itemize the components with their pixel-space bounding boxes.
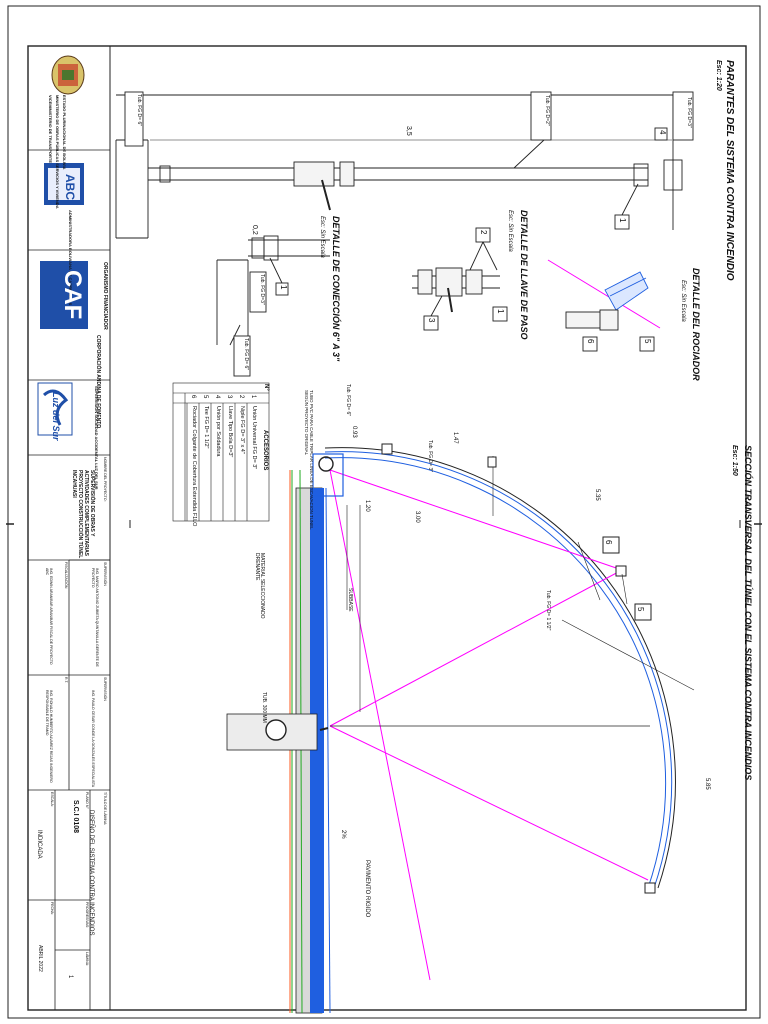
llave-callout-3: 3 bbox=[427, 318, 436, 323]
tub-fg-6-section: Tub. FG D= 6" bbox=[345, 384, 351, 417]
rociador-callout-5: 5 bbox=[643, 339, 652, 344]
tub-fg-2-label: Tub. FG D=2" bbox=[544, 95, 550, 126]
rociador-scale: Esc: Sin Escala bbox=[680, 280, 686, 322]
project-name-label: NOMBRE DEL PROYECTO: bbox=[103, 457, 107, 502]
plan-no-label: PLANO N° bbox=[85, 792, 89, 809]
acc-item-desc: Unión por Soldadura bbox=[215, 406, 221, 457]
acc-item: 2 bbox=[238, 395, 244, 399]
section-title: SECCIÓN TRANSVERSAL DEL TÚNEL CON EL SIS… bbox=[743, 445, 753, 781]
drain-material bbox=[310, 488, 324, 1013]
rt-person: ING. RONALD HUMBERTO ALVAREZ REJAS INGEN… bbox=[45, 690, 54, 783]
llave-detail bbox=[412, 227, 508, 331]
accessories-table bbox=[172, 382, 270, 522]
callout-1: 1 bbox=[618, 218, 627, 223]
acc-item-desc: Niple FG D= 3" x 4" bbox=[239, 406, 245, 454]
tub-fg-3-section: Tub. FG D= 3" bbox=[427, 440, 433, 473]
caf-logo-text: CAF bbox=[59, 270, 86, 320]
abc-logo-text: ABC bbox=[63, 174, 77, 200]
supervision-label: SUPERVISIÓN bbox=[103, 562, 107, 586]
gov-name: ESTADO PLURINACIONAL DE BOLIVIA bbox=[62, 95, 67, 170]
tunnel-section bbox=[226, 443, 695, 1014]
subbase-label: SUBBASE bbox=[347, 588, 353, 612]
title-block-grid bbox=[28, 149, 110, 1010]
sheet-no: 1 bbox=[67, 975, 73, 979]
date-label: FECHA: bbox=[50, 902, 54, 915]
llave-callout-1: 1 bbox=[496, 309, 505, 314]
tub-fg-6-label: Tub. FG D= 6" bbox=[136, 94, 142, 127]
rociador-callout-6: 6 bbox=[586, 339, 595, 344]
acc-item: 6 bbox=[190, 395, 196, 399]
acc-item: 4 bbox=[214, 395, 220, 399]
detail-llave-title: DETALLE DE LLAVE DE PASO bbox=[519, 210, 529, 340]
supervision-person-2: ING. PAULO CESAR CONDE LA GONZALES ESPEC… bbox=[91, 690, 95, 788]
luz-logo-text: Luz del Sur bbox=[51, 392, 61, 441]
dim-3-5: 3,5 bbox=[405, 126, 412, 136]
connection-detail bbox=[216, 235, 330, 377]
parantes-scale: Esc: 1:20 bbox=[715, 60, 722, 91]
acc-item-desc: Unión Universal FG D= 3" bbox=[251, 406, 257, 470]
tubo-pvc-note: TUBO PVC PARA CABLE TRIPLAR LINEA DE ESC… bbox=[304, 390, 315, 530]
dim-585: 5.85 bbox=[704, 778, 710, 790]
slope-label: 2% bbox=[340, 830, 346, 839]
rociador-detail bbox=[547, 259, 661, 352]
sheet-no-label: LÁMINA: bbox=[85, 952, 89, 967]
funding-label: ORGANISMO FINANCIADOR bbox=[102, 262, 108, 330]
dim-0-2: 0,2 bbox=[251, 225, 258, 235]
gov-vice: VICEMINISTERIO DE TRANSPORTE bbox=[48, 95, 53, 164]
fiscal-label: FISCALIZACIÓN bbox=[64, 562, 68, 589]
caf-logo bbox=[40, 261, 88, 329]
sheet-title-label: TÍTULO DE LÁMINA: bbox=[103, 792, 107, 826]
material-note: MATERIAL SELECCIONADO DRENANTE bbox=[254, 553, 265, 619]
project-name: SUPERVISIÓN DE OBRAS Y ACTIVIDADES COMPL… bbox=[71, 470, 95, 559]
parantes-drawing bbox=[115, 91, 694, 239]
supervision-person: ING. MARIO ANTONIO ZUBIETA QUINTANILLA G… bbox=[91, 568, 100, 667]
date-value: ABRIL 2022 bbox=[37, 945, 43, 972]
fiscal-person: ING. EDWIN ARANIBAR ARANIBAR FISCAL DE P… bbox=[45, 568, 54, 665]
acc-item: 1 bbox=[250, 395, 256, 399]
pavimento-label: PAVIMENTO RIGIDO bbox=[364, 860, 370, 918]
section-scale: Esc: 1:50 bbox=[731, 445, 738, 476]
acc-item-desc: Llave Tipo Bola D=3" bbox=[227, 406, 233, 458]
callout-4: 4 bbox=[658, 130, 667, 135]
luz-del-sur-logo bbox=[37, 382, 73, 436]
acc-no-label: N° bbox=[263, 384, 269, 391]
rt-label: R.T. bbox=[64, 677, 68, 684]
acc-item: 3 bbox=[226, 395, 232, 399]
drawing-frame bbox=[27, 45, 747, 1011]
gov-ministry: MINISTERIO DE OBRAS PÚBLICAS SERVICIOS Y… bbox=[55, 95, 60, 209]
dim-147: 1.47 bbox=[452, 432, 458, 444]
acc-item: 5 bbox=[202, 395, 208, 399]
detail-conexion-scale: Esc: Sin Escala bbox=[319, 216, 325, 258]
scale-label: ESCALA: bbox=[50, 792, 54, 807]
tub-fg-3-conn: Tub. FG D=3" bbox=[259, 274, 265, 305]
llave-callout-2: 2 bbox=[479, 230, 488, 235]
dim-093: 0.93 bbox=[351, 426, 357, 438]
rociador-title: DETALLE DEL ROCIADOR bbox=[691, 268, 701, 381]
acc-header: ACCESORIOS bbox=[262, 430, 268, 471]
acc-item-desc: Tee FG D= 1 1/2" bbox=[203, 406, 209, 449]
section-callout-6: 6 bbox=[604, 540, 613, 545]
bolivia-coat-of-arms-logo bbox=[51, 55, 85, 95]
acc-item-desc: Rociador Colgante de Cobertura Extendida… bbox=[191, 406, 197, 527]
parantes-title: PARANTES DEL SISTEMA CONTRA INCENDIO bbox=[724, 60, 735, 281]
supervision-label-2: SUPERVISIÓN bbox=[103, 677, 107, 701]
tub-fg-6-conn: Tub. FG D= 6" bbox=[243, 338, 249, 371]
dim-120: 1.20 bbox=[364, 500, 370, 512]
progressive-label: PROGRESIVAS: bbox=[85, 902, 89, 929]
detail-llave-scale: Esc: Sin Escala bbox=[507, 210, 513, 252]
tub-300-label: TUB. 300 MM bbox=[261, 692, 267, 723]
dim-535: 5.35 bbox=[594, 489, 600, 501]
dim-300: 3.00 bbox=[414, 511, 420, 523]
abc-logo bbox=[44, 163, 84, 205]
section-callout-5: 5 bbox=[636, 607, 645, 612]
detail-conexion-title: DETALLE DE CONECCIÓN 6" A 3" bbox=[331, 216, 341, 362]
plan-no: S.C.I 0108 bbox=[72, 800, 79, 834]
tub-fg-1-2-section: Tub. FG D= 1 1/2" bbox=[545, 590, 551, 631]
scale-value: INDICADA bbox=[36, 830, 42, 859]
conn-callout-1: 1 bbox=[279, 285, 288, 290]
tub-fg-3-label: Tub. FG D=3" bbox=[686, 97, 692, 128]
